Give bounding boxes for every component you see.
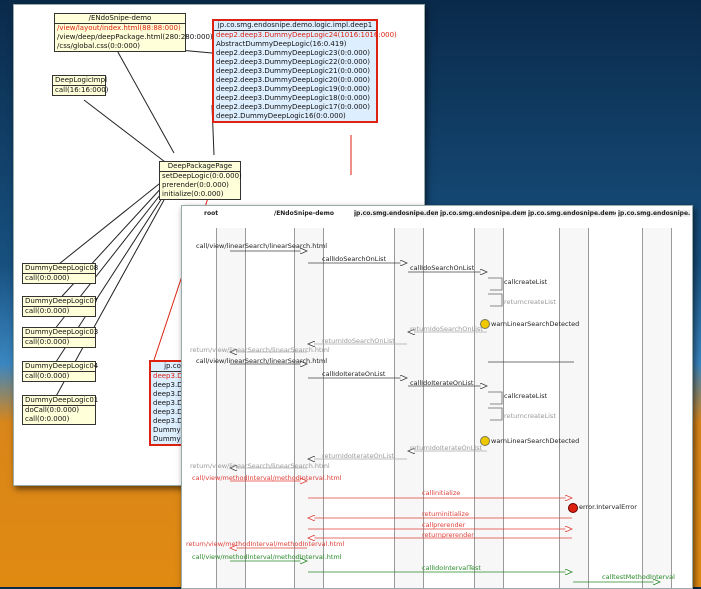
deep-logic-impl-node: DeepLogicImpl call(16:16:000) [52,75,109,96]
dummy-logic-line: call(0:0.000) [25,372,70,380]
deep-package-page-line: setDeepLogic(0:0.000) [162,172,242,180]
dummy-logic-line: doCall(0:0.000) [25,406,80,414]
message-label: returnIdoSearchOnList [322,337,395,345]
deep-package-page-title: DeepPackagePage [160,162,240,172]
message-label: callIdoIterateOnList [322,370,386,378]
deep1-node-title: jp.co.smg.endosnipe.demo.logic.impl.deep… [214,21,376,31]
dummy-logic-line: call(0:0.000) [25,274,70,282]
dummy-logic-node: DummyDeepLogic08 call(0:0.000) [22,263,99,284]
lifeline-endosnipe-demo [294,228,324,588]
message-label: return/view/linearSearch/linearSearch.ht… [190,346,330,354]
dummy-logic-line: call(0:0.000) [25,415,70,423]
dummy-logic-title: DummyDeepLogic04 [23,362,99,372]
dummy-logic-node: DummyDeepLogic01 doCall(0:0.000) call(0:… [22,395,99,425]
deep-logic-impl-line: call(16:16:000) [55,86,109,94]
message-label: error.IntervalError [579,503,637,511]
column-header: jp.co.smg.endosnipe.demo.logic.impl.Meth… [618,210,690,217]
warning-icon [480,436,490,446]
message-label: callinitialize [422,489,461,497]
deep1-node-line: AbstractDummyDeepLogic(16:0.419) [216,40,347,48]
message-label: callIdoSearchOnList [410,264,475,272]
deep-package-page-node: DeepPackagePage setDeepLogic(0:0.000) pr… [159,161,242,200]
deep-logic-impl-title: DeepLogicImpl [53,76,108,86]
deep1-node-line: deep2.deep3.DummyDeepLogic19(0:0.000) [216,85,370,93]
error-icon [568,503,578,513]
message-label: warnLinearSearchDetected [491,437,580,445]
column-header: jp.co.smg.endosnipe.demo.logic.impl.Line… [440,210,526,217]
message-label: call/view/methodInterval/methodInterval.… [192,553,342,561]
deep-package-page-line: initialize(0:0.000) [162,190,224,198]
lifeline-method-interval-page [559,228,589,588]
message-label: callIdoIntervalTest [422,564,481,572]
column-header: /ENdoSnipe-demo [274,210,354,217]
dummy-logic-node: DummyDeepLogic04 call(0:0.000) [22,361,99,382]
partial-package-line: DummyD [153,435,186,443]
partial-package-line: deep3.Du [153,390,188,398]
message-label: call/view/linearSearch/linearSearch.html [196,357,328,365]
root-node-title: /ENdoSnipe-demo [55,14,185,24]
root-node-line: /view/layout/index.html(88:88:000) [57,24,181,32]
message-label: return/view/methodInterval/methodInterva… [186,540,345,548]
message-label: call/view/linearSearch/linearSearch.html [196,242,328,250]
lifeline-method-interval-logic [642,228,672,588]
message-label: callprerender [422,521,466,529]
dummy-logic-title: DummyDeepLogic03 [23,328,99,338]
message-label: call/view/methodInterval/methodInterval.… [192,474,342,482]
message-label: callIdoSearchOnList [322,255,387,263]
message-label: returnprerender [422,531,474,539]
deep1-node-line: deep2.DummyDeepLogic16(0:0.000) [216,112,346,120]
deep1-node-line: deep2.deep3.DummyDeepLogic17(0:0.000) [216,103,370,111]
dummy-logic-line: call(0:0.000) [25,338,70,346]
partial-package-line: deep3.Du [153,399,188,407]
message-label: callcreateList [504,392,548,400]
dummy-logic-title: DummyDeepLogic07 [23,297,99,307]
message-label: returnIdoSearchOnList [410,325,483,333]
column-header: jp.co.smg.endosnipe.demo.web.methodInter… [528,210,616,217]
lifeline-linear-search-page [394,228,424,588]
deep1-node-line: deep2.deep3.DummyDeepLogic24(1016:1016:0… [216,31,397,39]
dummy-logic-title: DummyDeepLogic01 [23,396,99,406]
deep1-node-line: deep2.deep3.DummyDeepLogic18(0:0.000) [216,94,370,102]
partial-package-line: deep3.Du [153,381,188,389]
warning-icon [480,319,490,329]
deep-package-page-line: prerender(0:0.000) [162,181,229,189]
root-node: /ENdoSnipe-demo /view/layout/index.html(… [54,13,213,52]
message-label: returncreateList [504,412,556,420]
column-header: root [204,210,254,217]
column-header: jp.co.smg.endosnipe.demo.web.linearSearc… [354,210,438,217]
partial-package-line: deep3.Du [153,408,188,416]
deep1-node-line: deep2.deep3.DummyDeepLogic21(0:0.000) [216,67,370,75]
sequence-arrows [182,206,692,588]
dummy-logic-node: DummyDeepLogic03 call(0:0.000) [22,327,99,348]
message-label: calltestMethodInterval [602,573,675,581]
message-label: callcreateList [504,278,548,286]
partial-package-line: DummyD [153,426,186,434]
dummy-logic-title: DummyDeepLogic08 [23,264,99,274]
dummy-logic-node: DummyDeepLogic07 call(0:0.000) [22,296,99,317]
message-label: return/view/linearSearch/linearSearch.ht… [190,462,330,470]
partial-package-line: deep3.Du [153,417,188,425]
dummy-logic-line: call(0:0.000) [25,307,70,315]
lifeline-root [216,228,246,588]
message-label: returnIdoIterateOnList [410,444,483,452]
message-label: returninitialize [422,510,469,518]
deep1-node-line: deep2.deep3.DummyDeepLogic23(0:0.000) [216,49,370,57]
message-label: returnIdoIterateOnList [322,452,395,460]
message-label: warnLinearSearchDetected [491,320,580,328]
partial-package-line: deep3.Du [153,372,188,380]
deep1-node-line: deep2.deep3.DummyDeepLogic22(0:0.000) [216,58,370,66]
deep1-node: jp.co.smg.endosnipe.demo.logic.impl.deep… [212,19,397,123]
sequence-diagram-window: root /ENdoSnipe-demo jp.co.smg.endosnipe… [181,205,693,589]
message-label: callIdoIterateOnList [410,379,474,387]
root-node-line: /view/deep/deepPackage.html(280:280:000) [57,33,213,41]
message-label: returncreateList [504,298,556,306]
root-node-line: /css/global.css(0:0:000) [57,42,141,50]
deep1-node-line: deep2.deep3.DummyDeepLogic20(0:0.000) [216,76,370,84]
